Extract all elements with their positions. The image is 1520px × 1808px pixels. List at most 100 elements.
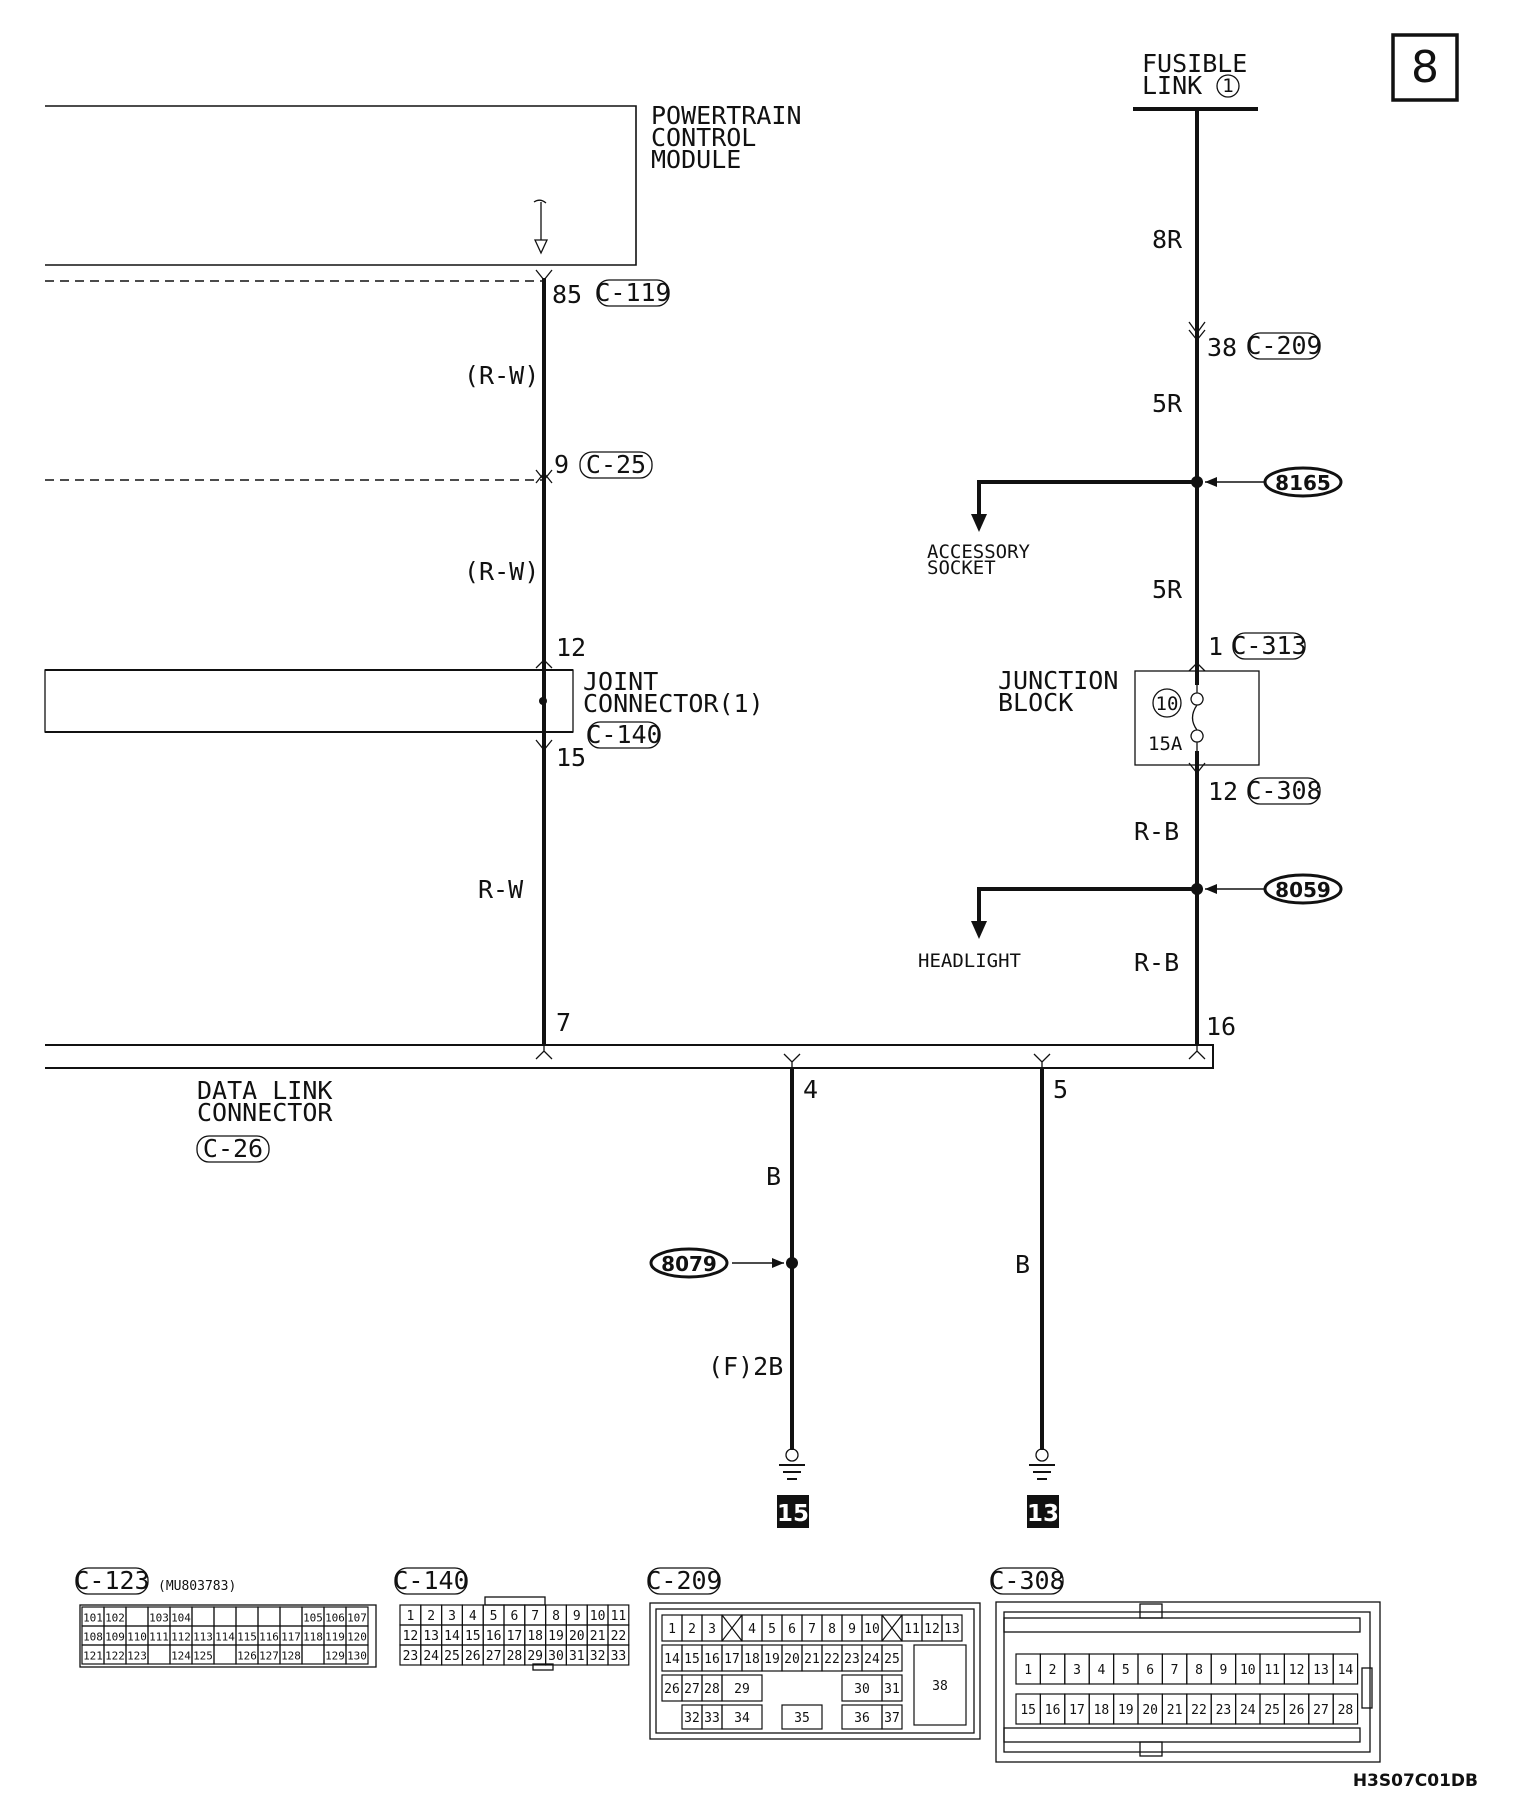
pin-number: 30 — [548, 1649, 564, 1664]
pin-number: 103 — [149, 1612, 169, 1625]
svg-text:8059: 8059 — [1275, 878, 1331, 902]
svg-text:C-119: C-119 — [595, 278, 670, 307]
accessory-label-1: ACCESSORY — [927, 541, 1031, 563]
pin-number: 105 — [303, 1612, 323, 1625]
pin-number: 16 — [1045, 1703, 1061, 1718]
pin-cell — [881, 1704, 903, 1730]
pin-number: 20 — [569, 1629, 585, 1644]
pin-number: 109 — [105, 1631, 125, 1644]
pin-number: 121 — [83, 1650, 103, 1663]
splice-8059-badge: 8059 — [1263, 873, 1343, 905]
pin-number: 24 — [423, 1649, 439, 1664]
pin-number: 22 — [1191, 1703, 1207, 1718]
accessory-label-2: SOCKET — [927, 557, 996, 579]
pin-number: 116 — [259, 1631, 279, 1644]
dlc-pin-7-symbol — [535, 1045, 553, 1060]
pin-cell — [607, 1644, 630, 1666]
fuse-number: 10 — [1156, 693, 1179, 715]
pin-number: 19 — [764, 1652, 780, 1667]
pin-cell — [913, 1644, 967, 1726]
connector-symbol-c313 — [1188, 662, 1206, 672]
blocked-pin-icon — [721, 1614, 743, 1642]
pin-1: 1 — [1208, 632, 1223, 661]
pin-number: 117 — [281, 1631, 301, 1644]
pin-12: 12 — [556, 633, 586, 662]
pcm-block: POWERTRAIN CONTROL MODULE — [45, 101, 802, 266]
pin-number: 16 — [704, 1652, 720, 1667]
pin-number: 119 — [325, 1631, 345, 1644]
pin-number: 7 — [808, 1622, 816, 1637]
pin-number: 31 — [884, 1682, 900, 1697]
splice-8165-badge: 8165 — [1263, 466, 1343, 498]
pin-number: 31 — [569, 1649, 585, 1664]
pin-number: 7 — [1171, 1663, 1179, 1678]
connector-code-c308: C-308 — [1246, 776, 1321, 805]
pcm-internal-signal-icon — [533, 199, 549, 255]
pin-number: 124 — [171, 1650, 191, 1663]
pin-number: 125 — [193, 1650, 213, 1663]
junction-block: JUNCTION BLOCK 10 15A — [998, 666, 1260, 766]
fuse-icon — [1190, 685, 1204, 751]
pin-number: 27 — [1313, 1703, 1329, 1718]
connector-symbol-12 — [535, 659, 553, 669]
c123-part: (MU803783) — [158, 1579, 236, 1594]
dlc-pin-16-symbol — [1188, 1045, 1206, 1060]
fusible-link-label-1: FUSIBLE — [1142, 49, 1247, 78]
wire-label-b-1: B — [766, 1162, 781, 1191]
pin-number: 23 — [1216, 1703, 1232, 1718]
pin-number: 30 — [854, 1682, 870, 1697]
pin-cell — [213, 1606, 237, 1627]
pin-number: 114 — [215, 1631, 235, 1644]
pin-number: 10 — [1240, 1663, 1256, 1678]
pin-number: 28 — [507, 1649, 523, 1664]
pin-number: 17 — [507, 1629, 523, 1644]
pin-number: 13 — [1313, 1663, 1329, 1678]
pin-number: 36 — [854, 1711, 870, 1726]
pin-number: 27 — [486, 1649, 502, 1664]
c308-code: C-308 — [989, 1566, 1064, 1595]
pin-number: 5 — [1122, 1663, 1130, 1678]
dlc-label-2: CONNECTOR — [197, 1098, 333, 1127]
pin-number: 2 — [427, 1609, 435, 1624]
pin-number: 123 — [127, 1650, 147, 1663]
connector-code-c25: C-25 — [579, 450, 653, 479]
pin-number: 24 — [1240, 1703, 1256, 1718]
pin-number: 120 — [347, 1631, 367, 1644]
pin-number: 122 — [105, 1650, 125, 1663]
pin-number: 113 — [193, 1631, 213, 1644]
pin-number: 13 — [944, 1622, 960, 1637]
pin-number: 6 — [788, 1622, 796, 1637]
wire-label-rw-1: (R-W) — [464, 361, 539, 390]
pin-number: 27 — [684, 1682, 700, 1697]
pin-number: 28 — [1338, 1703, 1354, 1718]
pin-number: 12 — [1289, 1663, 1305, 1678]
pin-number: 1 — [1024, 1663, 1032, 1678]
joint-connector-label-1: JOINT — [583, 667, 658, 696]
pin-number: 8 — [828, 1622, 836, 1637]
pin-number: 26 — [1289, 1703, 1305, 1718]
pin-cell — [213, 1644, 237, 1665]
connector-symbol-c25 — [535, 469, 553, 484]
pin-number: 20 — [1142, 1703, 1158, 1718]
pin-number: 15 — [465, 1629, 481, 1644]
pin-number: 8 — [1195, 1663, 1203, 1678]
pin-number: 3 — [1073, 1663, 1081, 1678]
dlc-label-1: DATA LINK — [197, 1076, 332, 1105]
page-number: 8 — [1411, 42, 1439, 93]
pin-number: 18 — [744, 1652, 760, 1667]
arrow-headlight-icon — [971, 921, 987, 939]
pin-cell — [147, 1644, 171, 1665]
headlight-label: HEADLIGHT — [918, 950, 1021, 972]
pin-number: 25 — [1264, 1703, 1280, 1718]
arrow-accessory-icon — [971, 514, 987, 532]
fusible-link-number: 1 — [1222, 75, 1233, 97]
pin-number: 26 — [465, 1649, 481, 1664]
c123-code: C-123 — [74, 1566, 149, 1595]
pin-number: 21 — [590, 1629, 606, 1644]
pin-number: 19 — [1118, 1703, 1134, 1718]
c140-code: C-140 — [393, 1566, 468, 1595]
pin-number: 13 — [423, 1629, 439, 1644]
pin-number: 115 — [237, 1631, 257, 1644]
